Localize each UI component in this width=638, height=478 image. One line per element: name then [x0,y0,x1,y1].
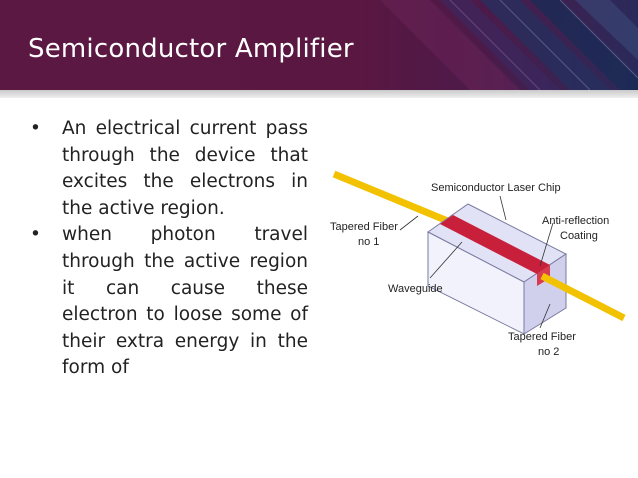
chip-side-face [523,253,567,335]
tapered-fiber-1-label: Tapered Fiber [330,221,398,233]
bullet-item: • An electrical current pass through the… [30,116,308,222]
amplifier-diagram: Semiconductor Laser Chip Tapered Fiber n… [330,170,626,358]
tapered-fiber-2-label-line2: no 2 [538,346,559,358]
slide-title: Semiconductor Amplifier [28,34,354,64]
waveguide-label: Waveguide [388,283,443,295]
tapered-fiber-2-label: Tapered Fiber [508,331,576,343]
bullet-list: • An electrical current pass through the… [30,116,308,382]
tapered-fiber-1-label-line2: no 1 [358,236,379,248]
bullet-dot: • [30,118,41,139]
tapered-fiber-2 [540,272,626,322]
title-divider [0,90,638,98]
bullet-item: • when photon travel through the active … [30,222,308,382]
bullet-dot: • [30,224,41,246]
tapered-fiber-1 [332,170,452,226]
anti-reflection-label: Anti-reflection [542,215,609,227]
bullet-text: when photon travel through the active re… [62,224,308,379]
bullet-text: An electrical current pass through the d… [62,118,308,219]
chip-label: Semiconductor Laser Chip [431,182,561,194]
waveguide-stripe [440,215,550,274]
title-bar: Semiconductor Amplifier [0,0,638,90]
header-decoration [380,0,638,90]
anti-reflection-label-line2: Coating [560,230,598,242]
